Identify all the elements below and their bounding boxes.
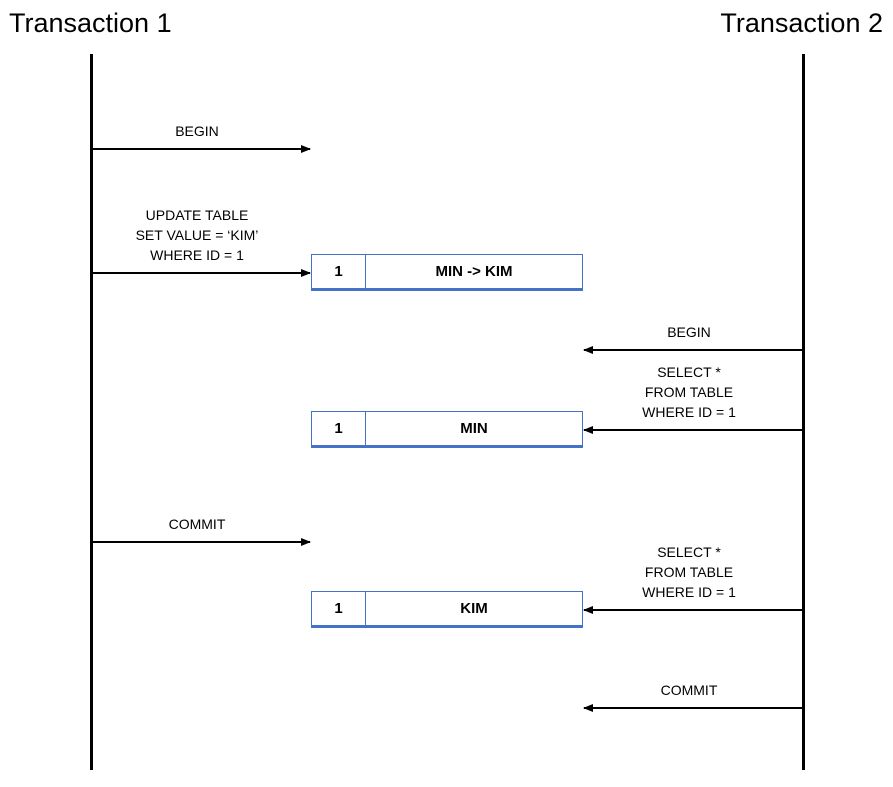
row-value-cell: KIM: [460, 600, 488, 617]
message-label-commit-1: COMMIT: [168, 516, 226, 532]
message-label-update: UPDATE TABLE SET VALUE = ‘KIM’ WHERE ID …: [135, 207, 259, 263]
row-value-cell: MIN -> KIM: [435, 263, 513, 280]
row-value-cell: MIN: [460, 420, 488, 437]
transaction-2-lifeline: [802, 54, 805, 770]
table-row: 1 MIN: [311, 411, 583, 448]
table-row: 1 KIM: [311, 591, 583, 628]
message-label-begin-1: BEGIN: [175, 123, 219, 139]
message-label-select-1: SELECT * FROM TABLE WHERE ID = 1: [642, 364, 736, 420]
message-label-commit-2: COMMIT: [660, 682, 718, 698]
message-label-select-2: SELECT * FROM TABLE WHERE ID = 1: [642, 544, 736, 600]
message-label-begin-2: BEGIN: [667, 324, 711, 340]
row-id-cell: 1: [312, 412, 366, 445]
transaction-2-title: Transaction 2: [720, 8, 883, 38]
table-row: 1 MIN -> KIM: [311, 254, 583, 291]
row-id-cell: 1: [312, 255, 366, 288]
transaction-1-lifeline: [90, 54, 93, 770]
transaction-1-title: Transaction 1: [9, 8, 172, 38]
row-id-cell: 1: [312, 592, 366, 625]
